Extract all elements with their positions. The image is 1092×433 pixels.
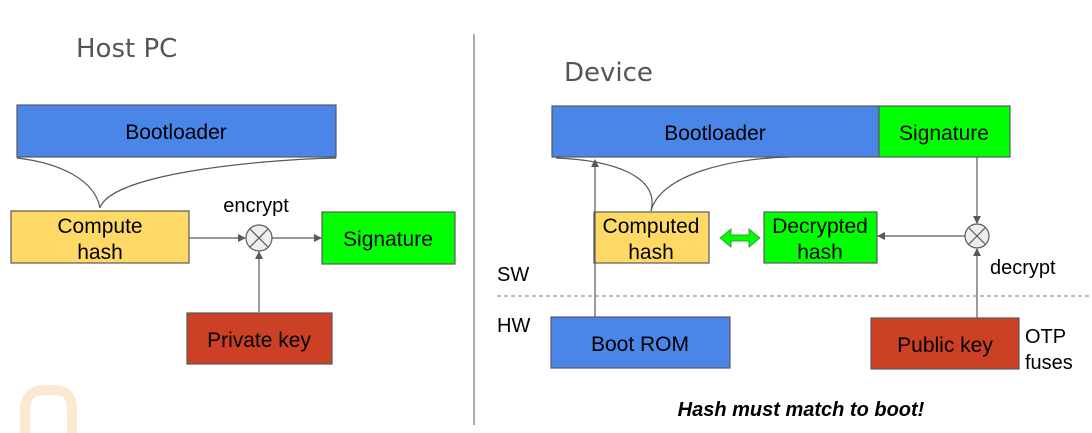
host-brace-right bbox=[99, 157, 337, 209]
host-compute-hash-block: Compute hash bbox=[10, 210, 190, 264]
host-brace-left bbox=[16, 157, 101, 209]
private-key-label: Private key bbox=[207, 329, 311, 352]
host-signature-rect bbox=[321, 211, 456, 265]
private-key-block: Private key bbox=[186, 312, 333, 365]
device-signature-block: Signature bbox=[878, 105, 1011, 158]
otp-label-line2: fuses bbox=[1025, 352, 1073, 374]
decrypt-operator-icon bbox=[964, 223, 990, 249]
device-signature-label: Signature bbox=[899, 122, 989, 145]
decrypted-hash-line1: Decrypted bbox=[772, 215, 868, 238]
host-signature-label: Signature bbox=[343, 228, 433, 251]
hw-label: HW bbox=[497, 315, 530, 337]
decrypted-hash-rect bbox=[763, 211, 878, 264]
sw-label: SW bbox=[497, 264, 529, 286]
private-key-rect bbox=[186, 312, 333, 365]
decrypt-label: decrypt bbox=[990, 257, 1056, 279]
host-bootloader-label: Bootloader bbox=[125, 121, 227, 144]
public-key-block: Public key bbox=[870, 317, 1020, 370]
boot-rom-block: Boot ROM bbox=[550, 316, 731, 369]
host-bootloader-rect bbox=[16, 104, 337, 158]
host-bootloader-block: Bootloader bbox=[16, 104, 337, 158]
device-title: Device bbox=[564, 58, 653, 88]
otp-label-line1: OTP bbox=[1025, 326, 1066, 348]
encrypt-label: encrypt bbox=[223, 195, 289, 217]
match-caption: Hash must match to boot! bbox=[678, 399, 925, 421]
device-bootloader-rect bbox=[551, 105, 880, 158]
device-brace-right bbox=[650, 156, 791, 212]
watermark-logo bbox=[20, 385, 77, 433]
computed-hash-block: Computed hash bbox=[593, 211, 710, 264]
computed-hash-line2: hash bbox=[628, 241, 674, 264]
decrypted-hash-line2: hash bbox=[797, 241, 843, 264]
computed-hash-rect bbox=[593, 211, 710, 264]
device-signature-rect bbox=[878, 105, 1011, 158]
decrypted-hash-block: Decrypted hash bbox=[763, 211, 878, 264]
compare-double-arrow-icon bbox=[719, 227, 761, 249]
public-key-label: Public key bbox=[897, 334, 993, 357]
host-compute-hash-line1: Compute bbox=[57, 215, 142, 238]
device-bootloader-block: Bootloader bbox=[551, 105, 880, 158]
device-bootloader-label: Bootloader bbox=[664, 122, 766, 145]
public-key-rect bbox=[870, 317, 1020, 370]
device-brace-left bbox=[555, 157, 653, 212]
encrypt-operator-icon bbox=[245, 224, 273, 252]
computed-hash-line1: Computed bbox=[603, 215, 700, 238]
host-signature-block: Signature bbox=[321, 211, 456, 265]
host-title: Host PC bbox=[76, 34, 177, 64]
boot-rom-label: Boot ROM bbox=[591, 333, 689, 356]
host-compute-hash-rect bbox=[10, 210, 190, 264]
host-compute-hash-line2: hash bbox=[77, 241, 123, 264]
boot-rom-rect bbox=[550, 316, 731, 369]
